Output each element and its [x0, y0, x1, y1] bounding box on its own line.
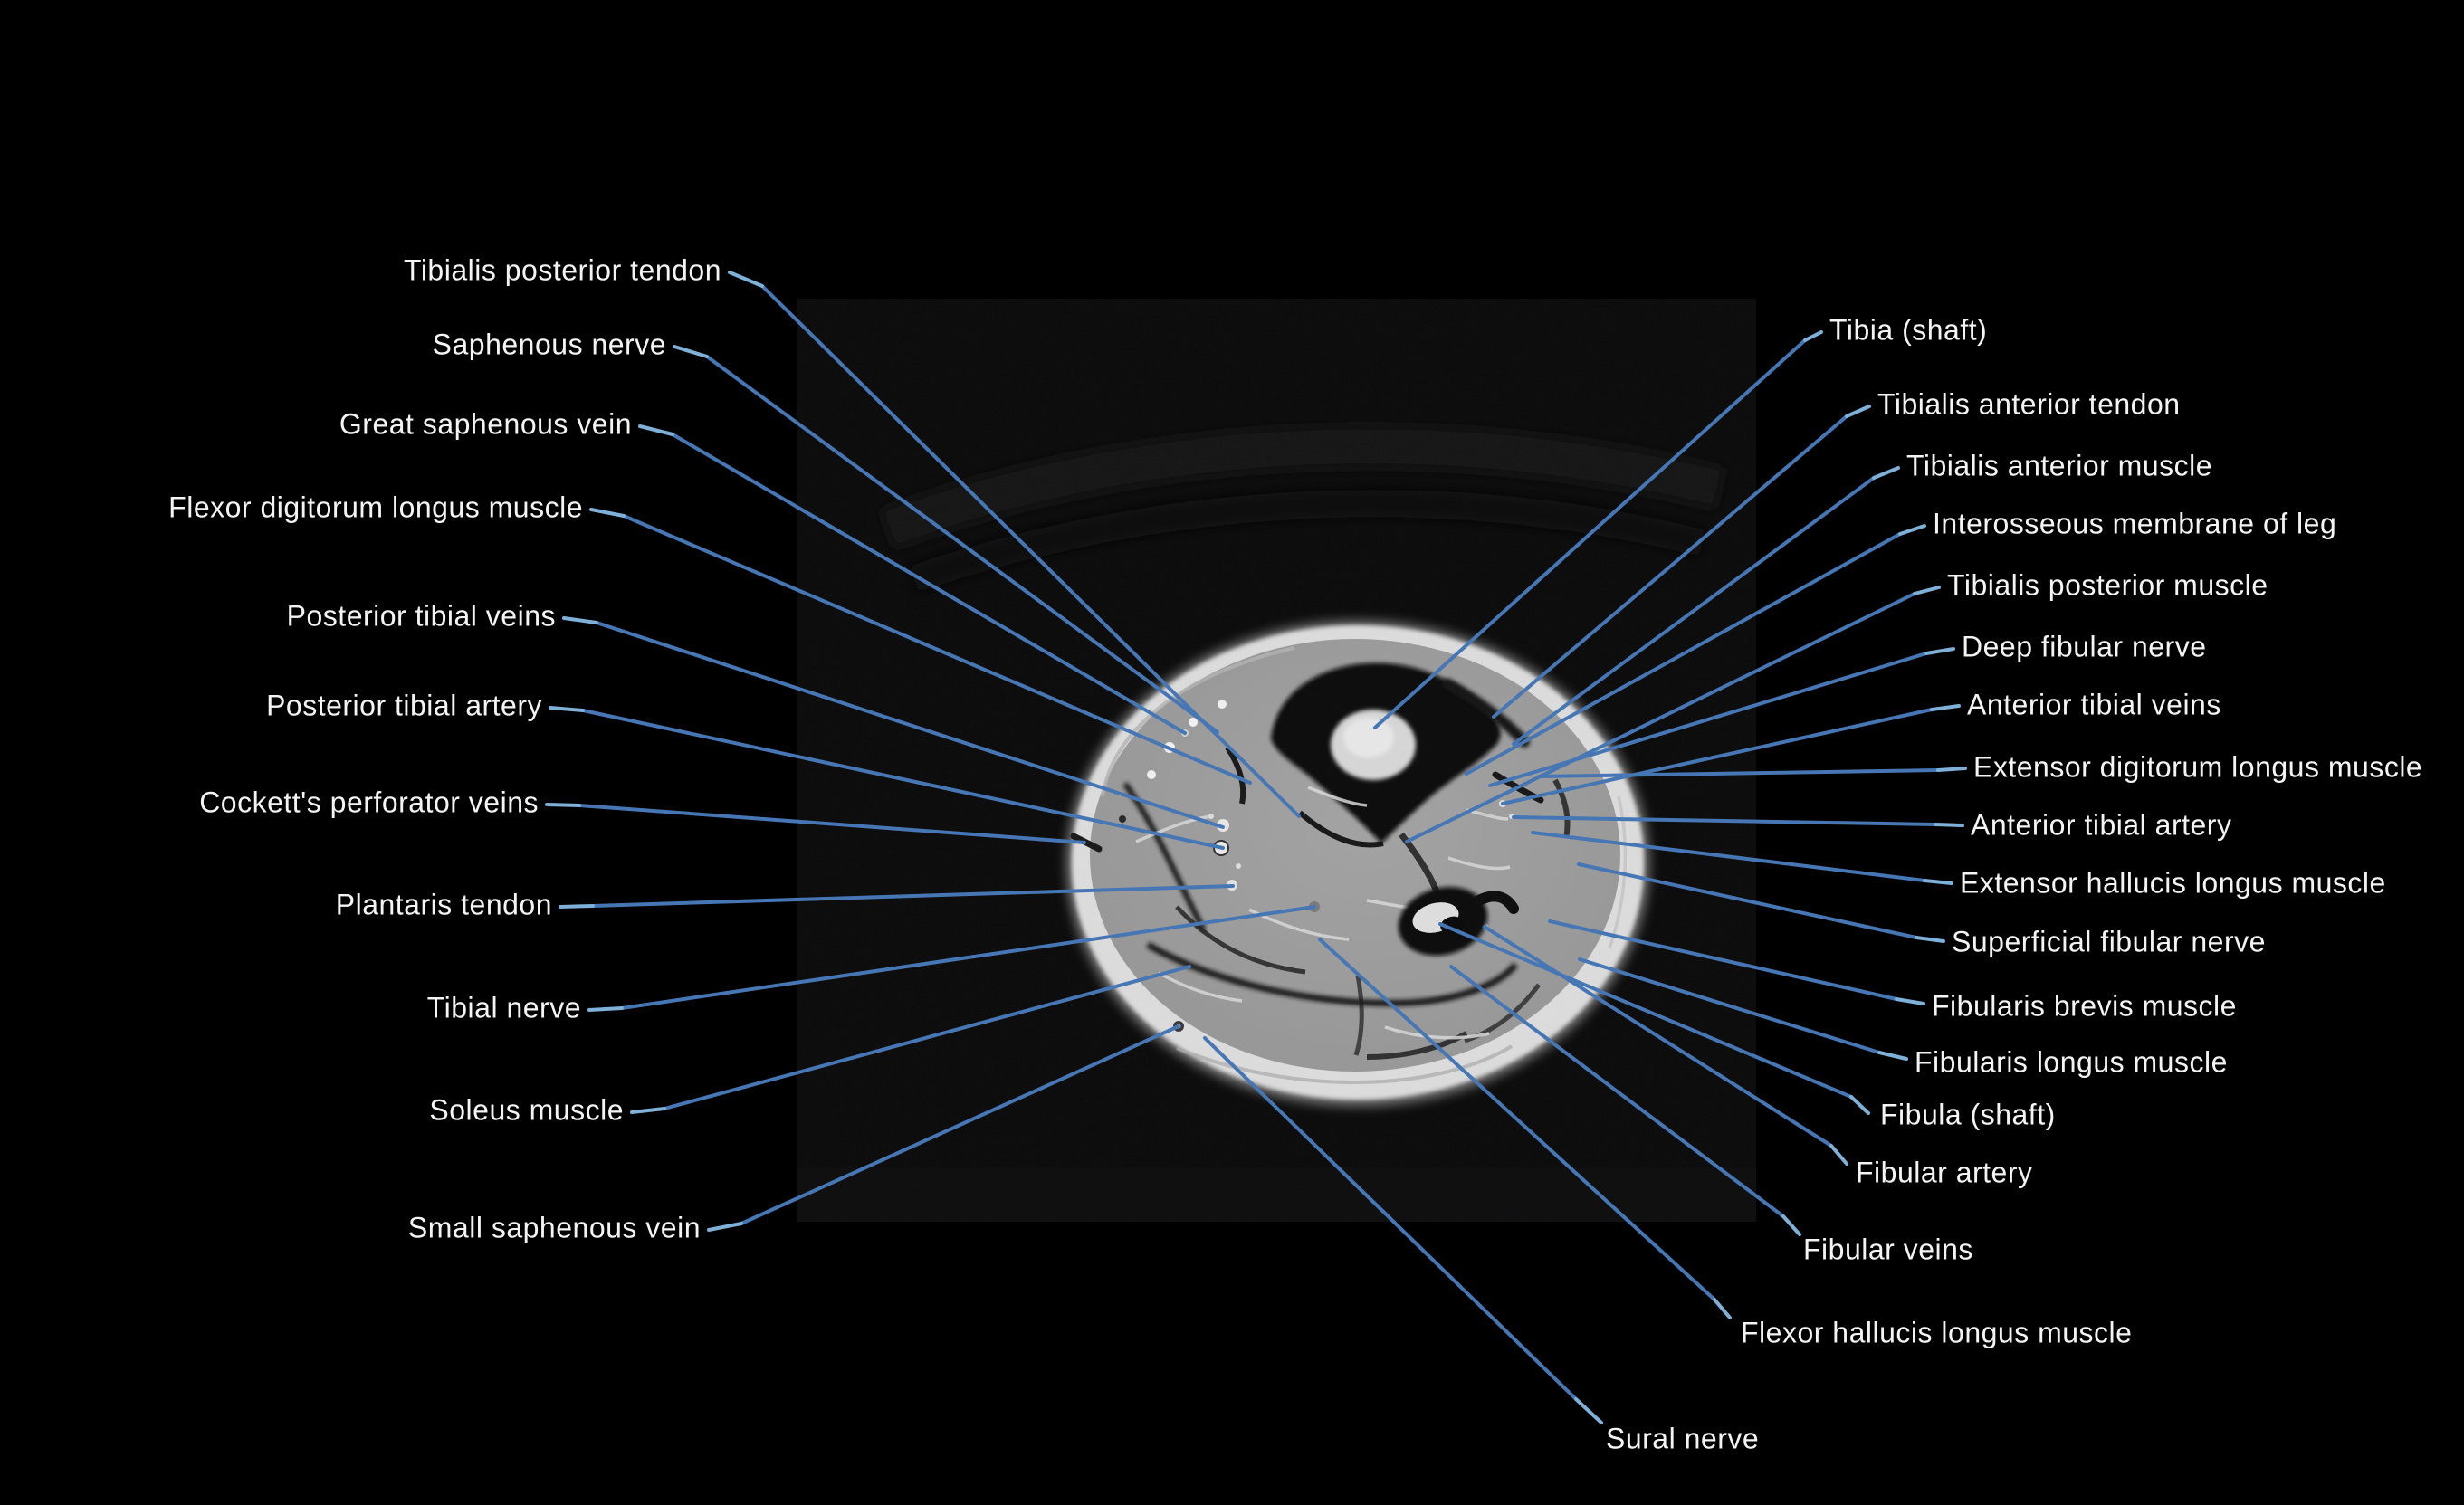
leader-line-superficial-fibular-nerve: [1577, 862, 1918, 939]
label-sural-nerve: Sural nerve: [1606, 1422, 1760, 1455]
leader-line-saphenous-nerve: [705, 355, 1219, 734]
label-fibula-shaft: Fibula (shaft): [1880, 1098, 2056, 1131]
leader-line-deep-fibular-nerve: [1488, 652, 1928, 787]
label-flexor-digitorum-longus-muscle: Flexor digitorum longus muscle: [168, 491, 583, 524]
label-superficial-fibular-nerve: Superficial fibular nerve: [1952, 925, 2266, 958]
leader-line-cockett-s-perforator-veins: [578, 804, 1086, 844]
leader-line-tibia-shaft: [1373, 338, 1807, 729]
leader-line-great-saphenous-vein: [671, 433, 1187, 735]
leader-tick-great-saphenous-vein: [638, 424, 674, 436]
leader-tick-interosseous-membrane-of-leg: [1898, 524, 1926, 536]
leader-line-interosseous-membrane-of-leg: [1465, 532, 1902, 776]
label-posterior-tibial-artery: Posterior tibial artery: [266, 689, 542, 722]
leader-tick-soleus-muscle: [630, 1107, 666, 1114]
leader-line-fibula-shaft: [1438, 922, 1853, 1099]
leader-line-small-saphenous-vein: [740, 1024, 1180, 1225]
leader-line-soleus-muscle: [663, 965, 1191, 1110]
label-tibialis-anterior-muscle: Tibialis anterior muscle: [1906, 449, 2213, 482]
leader-tick-tibial-nerve: [587, 1006, 624, 1012]
label-fibular-artery: Fibular artery: [1856, 1156, 2033, 1189]
leader-tick-flexor-hallucis-longus-muscle: [1713, 1298, 1732, 1319]
leader-tick-superficial-fibular-nerve: [1915, 936, 1945, 943]
leader-tick-anterior-tibial-artery: [1934, 823, 1964, 827]
label-extensor-digitorum-longus-muscle: Extensor digitorum longus muscle: [1973, 750, 2423, 784]
leader-tick-fibular-artery: [1829, 1144, 1848, 1166]
leader-tick-plantaris-tendon: [559, 904, 595, 909]
leader-line-extensor-hallucis-longus-muscle: [1531, 831, 1926, 882]
leader-line-flexor-digitorum-longus-muscle: [622, 514, 1252, 785]
leader-tick-posterior-tibial-veins: [562, 616, 598, 624]
label-cockett-s-perforator-veins: Cockett's perforator veins: [199, 786, 539, 819]
leader-line-fibularis-longus-muscle: [1578, 957, 1881, 1054]
leader-tick-sural-nerve: [1574, 1397, 1603, 1424]
leader-tick-tibialis-posterior-muscle: [1913, 586, 1941, 595]
label-plantaris-tendon: Plantaris tendon: [335, 888, 552, 921]
leader-line-tibialis-posterior-muscle: [1405, 592, 1916, 843]
leader-tick-fibularis-longus-muscle: [1877, 1051, 1908, 1061]
leader-tick-posterior-tibial-artery: [549, 706, 585, 712]
leader-lines: [545, 271, 1967, 1424]
leader-tick-tibialis-anterior-tendon: [1845, 405, 1871, 418]
leader-tick-extensor-hallucis-longus-muscle: [1923, 879, 1953, 885]
leader-tick-small-saphenous-vein: [707, 1222, 743, 1232]
leader-line-anterior-tibial-veins: [1501, 708, 1934, 805]
label-fibularis-longus-muscle: Fibularis longus muscle: [1915, 1045, 2228, 1079]
label-interosseous-membrane-of-leg: Interosseous membrane of leg: [1933, 507, 2337, 540]
label-anterior-tibial-artery: Anterior tibial artery: [1971, 808, 2232, 842]
label-great-saphenous-vein: Great saphenous vein: [339, 407, 632, 441]
label-saphenous-nerve: Saphenous nerve: [432, 328, 666, 361]
label-tibialis-anterior-tendon: Tibialis anterior tendon: [1877, 387, 2181, 421]
leader-line-tibialis-anterior-muscle: [1512, 476, 1876, 746]
label-fibular-veins: Fibular veins: [1803, 1233, 1973, 1266]
leader-line-anterior-tibial-artery: [1512, 815, 1937, 826]
label-soleus-muscle: Soleus muscle: [429, 1093, 624, 1127]
label-tibialis-posterior-tendon: Tibialis posterior tendon: [403, 253, 721, 287]
leader-tick-anterior-tibial-veins: [1930, 704, 1961, 711]
leader-line-extensor-digitorum-longus-muscle: [1537, 768, 1940, 778]
leader-line-tibialis-anterior-tendon: [1492, 414, 1848, 719]
leader-tick-tibialis-anterior-muscle: [1872, 466, 1900, 480]
leader-line-plantaris-tendon: [591, 884, 1235, 908]
leader-line-sural-nerve: [1203, 1036, 1578, 1401]
leader-tick-deep-fibular-nerve: [1924, 647, 1955, 655]
label-tibia-shaft: Tibia (shaft): [1829, 313, 1988, 347]
leader-tick-fibularis-brevis-muscle: [1895, 997, 1925, 1005]
leader-line-fibular-artery: [1483, 925, 1833, 1148]
leader-tick-fibular-veins: [1781, 1214, 1801, 1236]
label-posterior-tibial-veins: Posterior tibial veins: [286, 599, 556, 633]
leader-tick-saphenous-nerve: [673, 345, 709, 358]
label-tibialis-posterior-muscle: Tibialis posterior muscle: [1947, 568, 2268, 602]
leader-tick-tibia-shaft: [1803, 330, 1823, 342]
label-flexor-hallucis-longus-muscle: Flexor hallucis longus muscle: [1741, 1316, 2133, 1349]
label-extensor-hallucis-longus-muscle: Extensor hallucis longus muscle: [1960, 866, 2386, 900]
label-small-saphenous-vein: Small saphenous vein: [407, 1211, 701, 1244]
leader-line-fibular-veins: [1449, 965, 1785, 1218]
leader-tick-flexor-digitorum-longus-muscle: [589, 508, 626, 518]
leader-line-fibularis-brevis-muscle: [1548, 919, 1898, 1001]
leader-tick-fibula-shaft: [1849, 1095, 1870, 1115]
leader-tick-extensor-digitorum-longus-muscle: [1936, 767, 1967, 772]
leader-line-posterior-tibial-artery: [581, 709, 1225, 850]
label-anterior-tibial-veins: Anterior tibial veins: [1967, 688, 2221, 721]
leader-line-flexor-hallucis-longus-muscle: [1318, 938, 1716, 1301]
label-fibularis-brevis-muscle: Fibularis brevis muscle: [1932, 989, 2237, 1023]
leader-line-tibial-nerve: [620, 905, 1316, 1010]
label-tibial-nerve: Tibial nerve: [426, 991, 581, 1024]
leader-line-posterior-tibial-veins: [595, 621, 1225, 829]
leader-tick-tibialis-posterior-tendon: [728, 271, 764, 288]
label-deep-fibular-nerve: Deep fibular nerve: [1962, 630, 2207, 663]
